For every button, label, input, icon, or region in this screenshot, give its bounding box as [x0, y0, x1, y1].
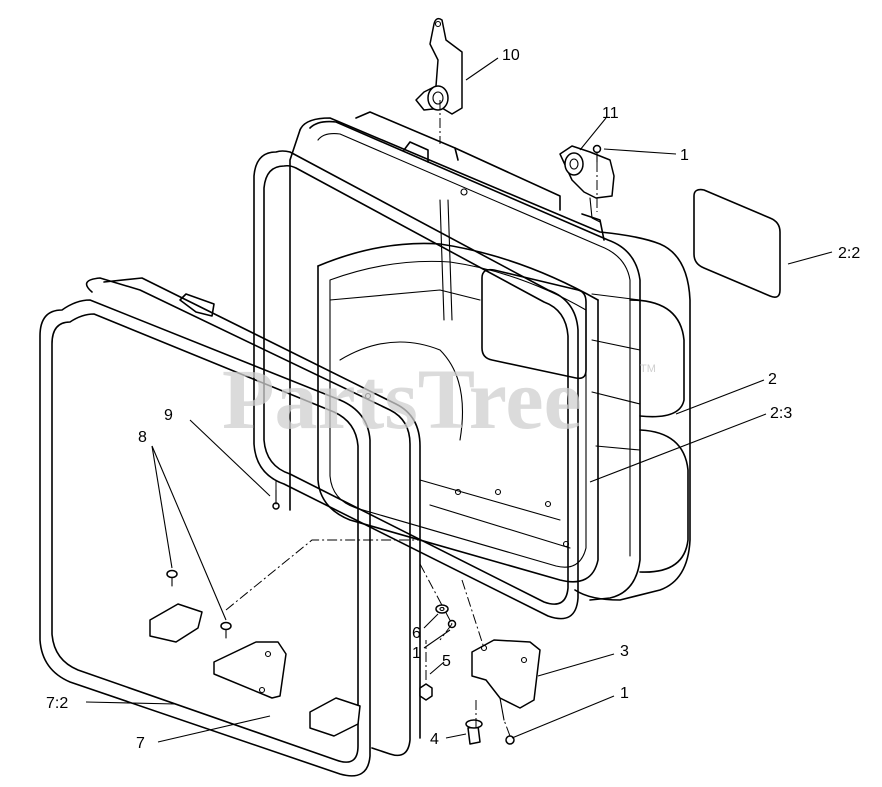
svg-text:PartsTree: PartsTree [222, 351, 582, 447]
assembly-lines [225, 100, 598, 737]
callout-1-top: 1 [680, 147, 689, 164]
screw-top[interactable] [592, 144, 602, 163]
callout-11: 11 [602, 105, 619, 122]
bracket-11[interactable] [559, 145, 615, 223]
callout-10: 10 [502, 47, 520, 64]
tank-seal-ring[interactable] [253, 150, 579, 620]
nut-5[interactable] [419, 683, 433, 701]
fuel-gauge-decal[interactable] [693, 188, 781, 298]
callout-6: 6 [412, 625, 421, 642]
callout-2-2: 2:2 [838, 245, 860, 262]
bolt-4[interactable] [465, 719, 483, 745]
callout-labels: 10 11 1 2:2 2 2:3 9 8 6 1 5 3 1 7:2 4 7 [46, 47, 860, 752]
callout-2: 2 [768, 371, 777, 388]
callout-2-3: 2:3 [770, 405, 792, 422]
callout-7-2: 7:2 [46, 695, 68, 712]
washer-6[interactable] [435, 604, 449, 614]
callout-5: 5 [442, 653, 451, 670]
callout-4: 4 [430, 731, 439, 748]
callout-1-middle: 1 [412, 645, 421, 662]
screw-9[interactable] [272, 489, 280, 510]
leader-lines [85, 57, 833, 743]
callout-8: 8 [138, 429, 147, 446]
rivet-8-lower[interactable] [220, 621, 232, 639]
fuel-tank[interactable] [289, 111, 691, 601]
partstree-watermark: PartsTree TM [222, 351, 656, 447]
bracket-10[interactable] [415, 17, 463, 115]
callout-9: 9 [164, 407, 173, 424]
rivet-8-upper[interactable] [166, 569, 178, 587]
callout-1-bottom: 1 [620, 685, 629, 702]
svg-text:TM: TM [640, 363, 656, 375]
bracket-3[interactable] [471, 639, 541, 721]
frame[interactable] [39, 277, 421, 777]
callout-7: 7 [136, 735, 145, 752]
callout-3: 3 [620, 643, 629, 660]
